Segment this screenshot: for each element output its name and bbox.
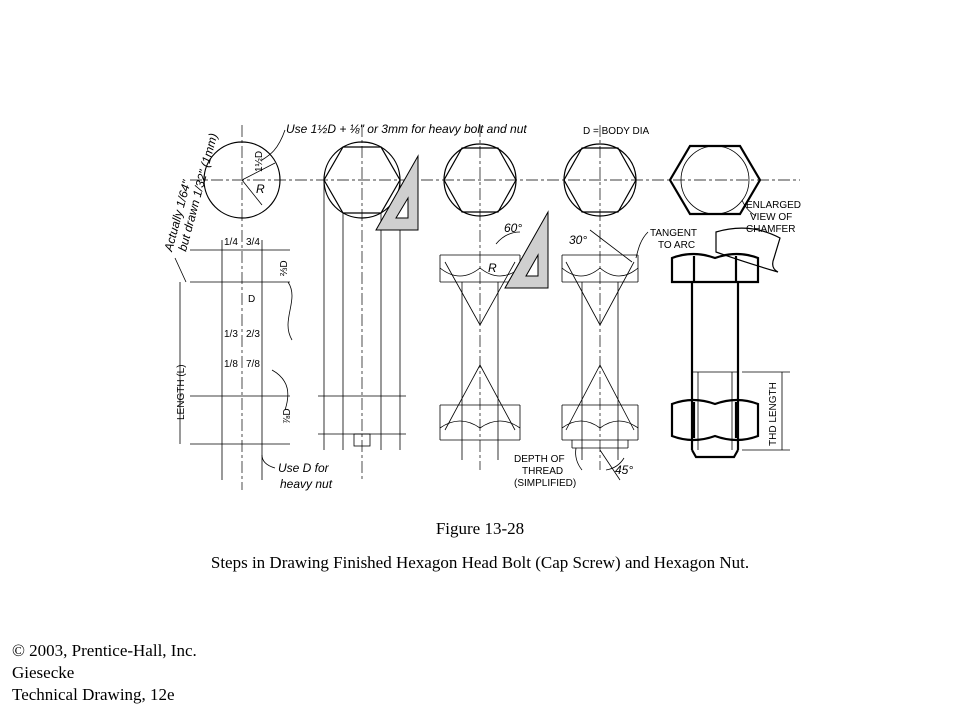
- depth-leader: [575, 447, 583, 471]
- tangent-leader: [635, 231, 649, 259]
- step-2-triangle: [375, 154, 419, 231]
- figure-title: Figure 13-28: [435, 519, 525, 538]
- step-2-triangle-hole: [395, 196, 409, 219]
- seven-eighths-d-label: ⅞D: [282, 408, 293, 424]
- author-line: Giesecke: [12, 663, 75, 682]
- credits-block: © 2003, Prentice-Hall, Inc. Giesecke Tec…: [12, 640, 197, 706]
- step-4-hexagon: [563, 147, 637, 213]
- step-3-r-label: R: [488, 261, 497, 275]
- step-3-v-right: [479, 261, 516, 326]
- enlarged-line2: VIEW OF: [750, 212, 792, 223]
- step-3-nut-arcs: [439, 420, 521, 429]
- finished-head: [670, 252, 760, 284]
- seven-eighths-leader: [271, 369, 289, 411]
- frac-two-third: 2/3: [246, 329, 260, 340]
- tangent-line2: TO ARC: [658, 240, 695, 251]
- step-1-radius-line: [241, 162, 276, 181]
- step-3-nut-v-right: [479, 364, 516, 431]
- step-4-chamfer: 30° 45° D = BODY DIA TANGENT TO ARC DEPT…: [514, 125, 697, 489]
- step-5-finished-bolt: THD LENGTH ENLARGED VIEW OF CHAMFER: [668, 144, 801, 459]
- angle-30: 30°: [569, 233, 587, 247]
- tangent-line1: TANGENT: [650, 228, 697, 239]
- step-2-head-construction: [318, 125, 419, 480]
- step-4-nut-v-left: [565, 364, 601, 431]
- step-1-layout: Use 1½D + ⅛" or 3mm for heavy bolt and n…: [161, 122, 527, 491]
- step-4-45-line: [599, 449, 621, 481]
- finished-bolt-end: [691, 449, 739, 459]
- copyright-line: © 2003, Prentice-Hall, Inc.: [12, 641, 197, 660]
- actually-leader: [174, 257, 187, 283]
- body-dia-label: D = BODY DIA: [583, 126, 650, 137]
- book-line: Technical Drawing, 12e: [12, 685, 175, 704]
- step-4-nut-arcs: [561, 420, 639, 429]
- step-3-hexagon: [443, 147, 517, 213]
- enlarged-line3: CHAMFER: [746, 224, 795, 235]
- angle-60: 60°: [504, 221, 522, 235]
- step-2-thread-end: [353, 433, 371, 447]
- step-3-arcs: 60° R: [439, 125, 549, 470]
- step-1-radius-line-2: [241, 179, 263, 206]
- step-3-triangle-hole: [525, 253, 539, 277]
- two-thirds-d-label: ⅔D: [279, 260, 290, 276]
- step-4-30-line: [589, 229, 633, 263]
- bolt-drawing-diagram: Use 1½D + ⅛" or 3mm for heavy bolt and n…: [161, 122, 801, 491]
- length-label: LENGTH (L): [176, 364, 187, 420]
- figure-caption: Steps in Drawing Finished Hexagon Head B…: [210, 553, 750, 572]
- step-4-v-right: [599, 261, 635, 326]
- depth-line1: DEPTH OF: [514, 454, 565, 465]
- depth-line2: THREAD: [522, 466, 563, 477]
- frac-eighth: 1/8: [224, 359, 238, 370]
- finished-nut: [670, 398, 760, 442]
- step-3-v-left: [444, 261, 481, 326]
- finished-hexagon: [668, 144, 762, 216]
- use-d-line1: Use D for: [278, 461, 330, 475]
- step-3-nut-v-left: [444, 364, 481, 431]
- enlarged-line1: ENLARGED: [746, 200, 801, 211]
- step-4-nut-v-right: [599, 364, 635, 431]
- d-label: D: [248, 294, 255, 305]
- thd-length-label: THD LENGTH: [768, 382, 779, 446]
- angle-45: 45°: [615, 463, 633, 477]
- frac-third: 1/3: [224, 329, 238, 340]
- r-label: R: [256, 182, 265, 196]
- use-d-leader: [261, 454, 276, 469]
- finished-chamfer-circle: [680, 145, 750, 215]
- enlarged-chamfer-view: [715, 227, 781, 273]
- frac-seven-eighth: 7/8: [246, 359, 260, 370]
- enlarged-leader: [741, 199, 757, 217]
- heavy-bolt-note: Use 1½D + ⅛" or 3mm for heavy bolt and n…: [286, 122, 527, 136]
- step-4-45-arc: [605, 457, 625, 471]
- step-3-angle-arc: [495, 231, 521, 245]
- frac-three-quarter: 3/4: [246, 237, 260, 248]
- two-thirds-leader: [287, 281, 293, 341]
- use-d-line2: heavy nut: [280, 477, 333, 491]
- heavy-bolt-leader: [261, 129, 286, 161]
- step-4-v-left: [565, 261, 601, 326]
- depth-line3: (SIMPLIFIED): [514, 478, 576, 489]
- half-d-label: 1½D: [254, 151, 265, 172]
- frac-quarter: 1/4: [224, 237, 238, 248]
